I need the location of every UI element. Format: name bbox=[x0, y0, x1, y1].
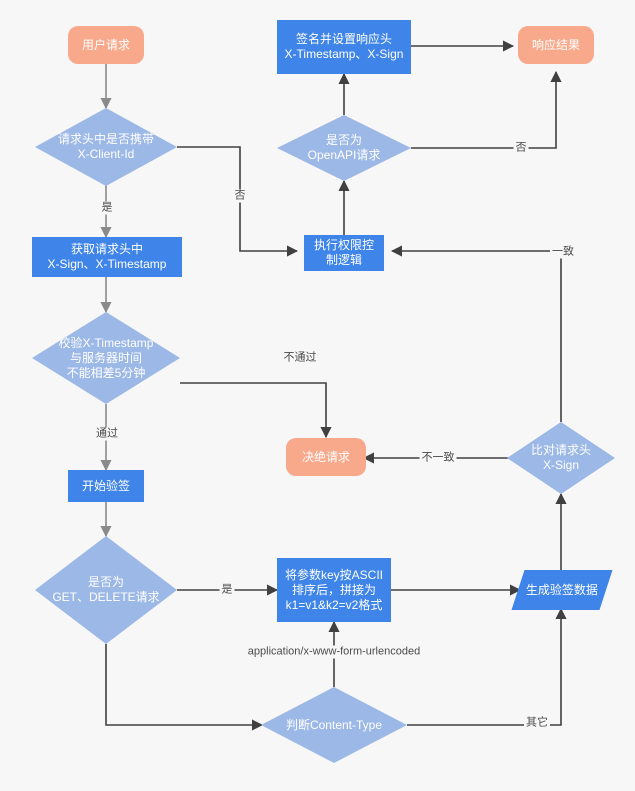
node-reject-request[interactable]: 决绝请求 bbox=[286, 438, 366, 476]
edge-label-contenttype-form: application/x-www-form-urlencoded bbox=[245, 645, 423, 659]
edge-label-client-id-yes: 是 bbox=[99, 201, 115, 215]
edge-label-sign-match: 一致 bbox=[550, 245, 576, 259]
edge-label-timestamp-fail: 不通过 bbox=[281, 351, 319, 365]
edge-contenttype-other bbox=[407, 607, 567, 726]
edge-label-sign-mismatch: 不一致 bbox=[419, 451, 457, 465]
node-compare-sign[interactable] bbox=[507, 422, 615, 494]
node-verify-timestamp[interactable] bbox=[32, 312, 180, 404]
edge-label-contenttype-other: 其它 bbox=[524, 716, 550, 730]
edge-sign-match bbox=[390, 245, 562, 422]
node-gen-sign-data-label: 生成验签数据 bbox=[525, 582, 598, 597]
edge-openapi-no bbox=[411, 70, 562, 149]
edge-label-openapi-no: 否 bbox=[513, 141, 529, 155]
node-is-openapi[interactable] bbox=[277, 115, 411, 181]
node-is-get-delete[interactable] bbox=[35, 536, 177, 644]
node-sort-params[interactable]: 将参数key按ASCII 排序后，拼接为 k1=v1&k2=v2格式 bbox=[277, 558, 391, 622]
node-user-request[interactable]: 用户请求 bbox=[68, 26, 144, 64]
node-get-headers[interactable]: 获取请求头中 X-Sign、X-Timestamp bbox=[32, 237, 182, 277]
node-has-client-id[interactable] bbox=[35, 108, 177, 186]
edge-label-timestamp-pass: 通过 bbox=[94, 427, 120, 441]
edge-label-client-id-no: 否 bbox=[232, 189, 248, 203]
node-sign-response[interactable]: 签名并设置响应头 X-Timestamp、X-Sign bbox=[277, 20, 411, 74]
edge-label-getdelete-yes: 是 bbox=[219, 583, 235, 597]
node-start-verify[interactable]: 开始验签 bbox=[68, 470, 144, 502]
node-response-result[interactable]: 响应结果 bbox=[518, 26, 594, 64]
node-judge-content-type[interactable] bbox=[261, 687, 407, 763]
edge-getdelete-no bbox=[105, 644, 264, 731]
node-auth-logic[interactable]: 执行权限控 制逻辑 bbox=[304, 235, 384, 271]
edge-timestamp-fail bbox=[180, 382, 332, 439]
node-gen-sign-data[interactable]: 生成验签数据 bbox=[511, 570, 613, 610]
